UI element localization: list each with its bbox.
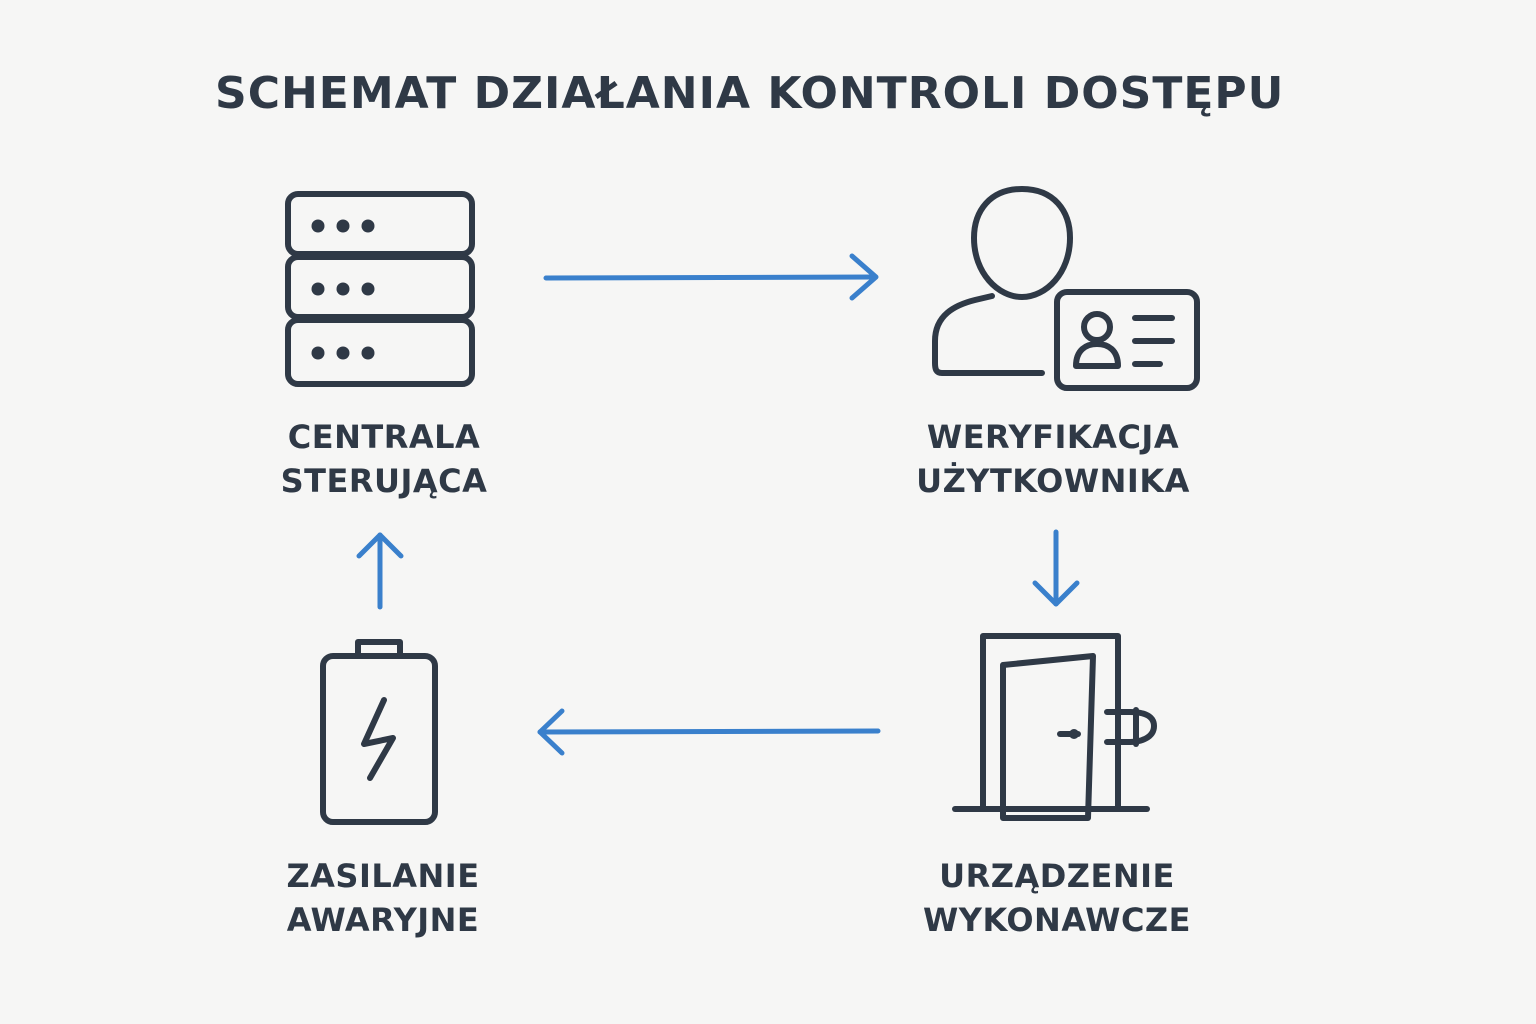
- arrow-verification-to-actuator: [1032, 529, 1080, 607]
- arrow-actuator-to-backup-power: [537, 708, 881, 756]
- arrow-central-to-verification: [543, 253, 879, 301]
- battery-icon: [320, 639, 438, 825]
- label-line: WERYFIKACJA: [926, 418, 1180, 456]
- diagram-title: SCHEMAT DZIAŁANIA KONTROLI DOSTĘPU: [215, 68, 1285, 119]
- node-label-verification: WERYFIKACJA UŻYTKOWNIKA: [873, 415, 1233, 503]
- label-line: URZĄDZENIE: [939, 857, 1175, 895]
- node-label-backup-power: ZASILANIE AWARYJNE: [203, 854, 563, 942]
- label-line: WYKONAWCZE: [923, 901, 1191, 939]
- node-label-central: CENTRALA STERUJĄCA: [204, 415, 564, 503]
- label-line: STERUJĄCA: [280, 462, 488, 500]
- label-line: CENTRALA: [287, 418, 481, 456]
- node-label-actuator: URZĄDZENIE WYKONAWCZE: [877, 854, 1237, 942]
- server-rack-icon: [285, 191, 475, 387]
- open-door-icon: [952, 633, 1157, 821]
- label-line: ZASILANIE: [286, 857, 480, 895]
- label-line: UŻYTKOWNIKA: [916, 462, 1190, 500]
- label-line: AWARYJNE: [286, 901, 480, 939]
- arrow-backup-power-to-central: [356, 532, 404, 610]
- user-id-card-icon: [932, 186, 1200, 391]
